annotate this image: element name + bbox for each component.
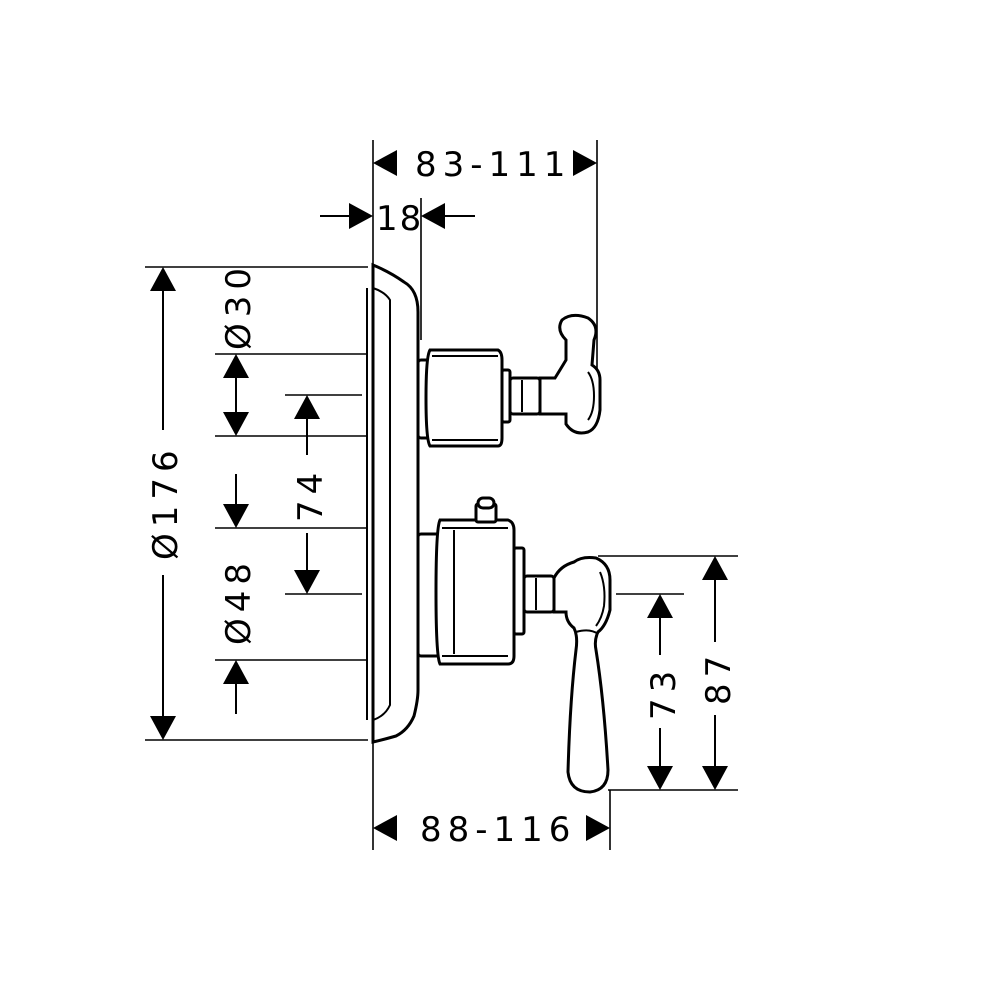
dim-plate-diameter: Ø176	[146, 267, 186, 740]
dim-top-depth: 83-111	[373, 145, 597, 185]
arrow-icon	[586, 815, 610, 841]
arrow-icon	[223, 354, 249, 378]
dim-lower-diameter-label: Ø48	[219, 557, 259, 645]
dim-lever-inner-label: 73	[644, 665, 684, 720]
dim-plate-thickness: 18	[320, 199, 475, 239]
arrow-icon	[702, 766, 728, 790]
lower-valve-body	[416, 496, 556, 666]
dim-upper-diameter-label: Ø30	[219, 262, 259, 350]
arrow-icon	[573, 150, 597, 176]
arrow-icon	[349, 203, 373, 229]
escutcheon-plate	[366, 262, 420, 744]
arrow-icon	[150, 267, 176, 291]
dim-bottom-depth-label: 88-116	[420, 810, 576, 850]
dim-top-depth-label: 83-111	[415, 145, 571, 185]
arrow-icon	[647, 594, 673, 618]
dim-lever-outer-label: 87	[699, 650, 739, 705]
arrow-icon	[647, 766, 673, 790]
dim-lever-inner: 73	[644, 594, 684, 790]
dim-lever-outer: 87	[699, 556, 739, 790]
dim-plate-diameter-label: Ø176	[146, 444, 186, 560]
lower-lever-handle	[552, 556, 612, 794]
upper-cross-handle	[538, 313, 602, 435]
arrow-icon	[294, 570, 320, 594]
arrow-icon	[702, 556, 728, 580]
arrow-icon	[150, 716, 176, 740]
dim-center-distance: 74	[291, 395, 331, 594]
dim-upper-diameter: Ø30	[219, 262, 259, 436]
arrow-icon	[223, 660, 249, 684]
dim-lower-diameter: Ø48	[219, 474, 259, 714]
arrow-icon	[421, 203, 445, 229]
dim-center-distance-label: 74	[291, 467, 331, 522]
arrow-icon	[373, 815, 397, 841]
extension-lines	[145, 140, 738, 850]
dim-bottom-depth: 88-116	[373, 810, 610, 850]
upper-valve-body	[416, 348, 542, 448]
arrow-icon	[223, 504, 249, 528]
arrow-icon	[294, 395, 320, 419]
arrow-icon	[373, 150, 397, 176]
dim-plate-thickness-label: 18	[376, 199, 423, 239]
arrow-icon	[223, 412, 249, 436]
